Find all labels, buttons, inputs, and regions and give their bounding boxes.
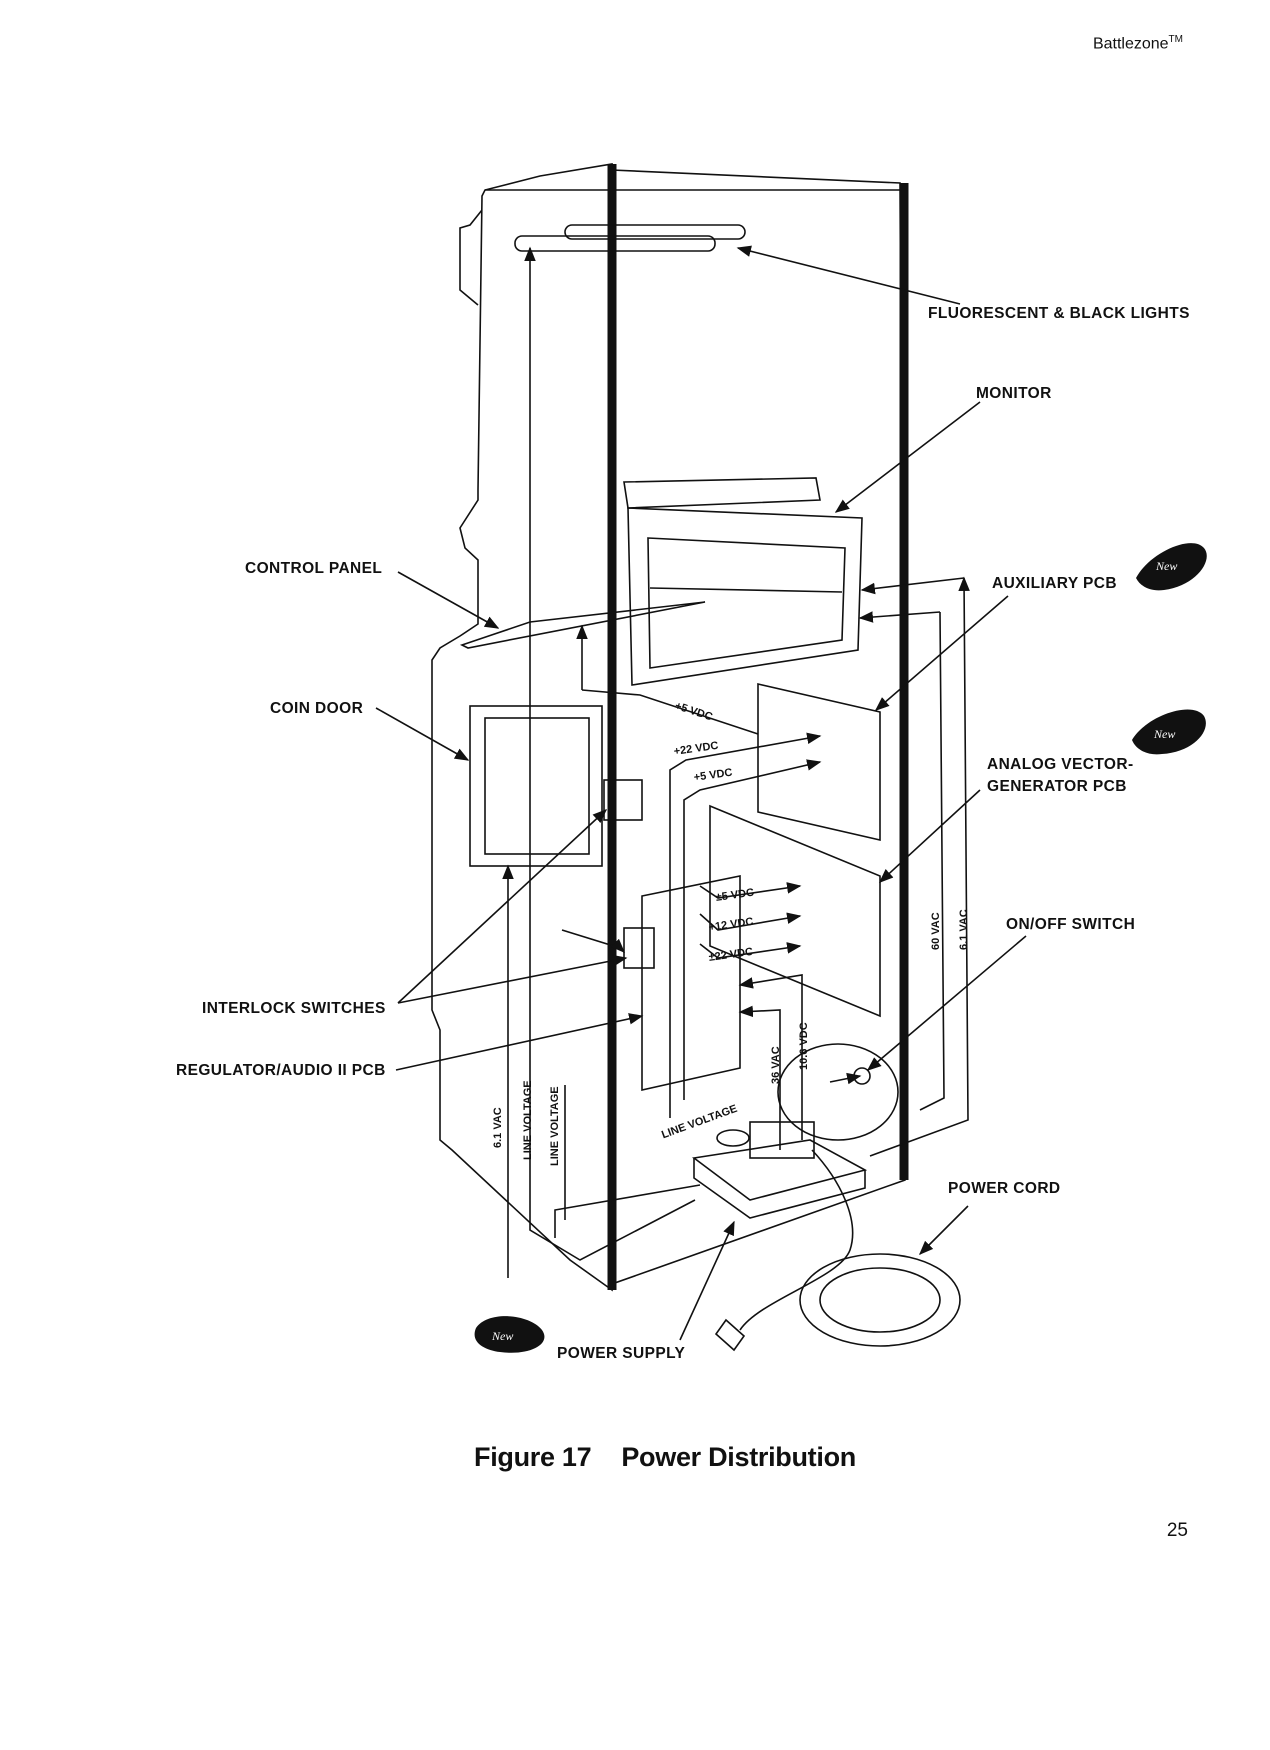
power-cord [739, 1149, 854, 1331]
leader-interlock-1 [397, 809, 608, 1004]
wire-plus12vdc [699, 912, 802, 931]
leader-interlock-2 [397, 954, 628, 1004]
power-cord-coil-inner [819, 1267, 941, 1333]
coin-door-inner [484, 717, 590, 855]
header-title: Battlezone [1092, 35, 1169, 53]
label-fluorescent-black-lights: FLUORESCENT & BLACK LIGHTS [928, 305, 1190, 322]
new-badge-analog: New [1132, 709, 1206, 755]
label-auxiliary-pcb: AUXILIARY PCB [992, 575, 1117, 592]
coin-door [469, 705, 603, 867]
voltage-36vac: 36 VAC [770, 1046, 782, 1084]
wire-pm22vdc [699, 942, 802, 959]
wire-5vdc [683, 759, 822, 1100]
analog-vector-generator-pcb [709, 804, 881, 1018]
running-header: BattlezoneTM [1093, 34, 1183, 53]
leader-power-supply [679, 1220, 735, 1341]
wire-monitor-a-arrow [860, 577, 965, 595]
new-badge-power-supply: New [474, 1316, 545, 1353]
power-supply-transformer [749, 1121, 815, 1159]
monitor-bezel [623, 477, 821, 509]
wire-106vdc [738, 974, 803, 1140]
monitor-shelf [649, 587, 843, 593]
wire-monitor-b [919, 611, 945, 1111]
new-badge-power-supply-text: New [491, 1329, 513, 1343]
voltage-61vac-left: 6.1 VAC [492, 1107, 504, 1148]
label-power-supply: POWER SUPPLY [557, 1345, 686, 1362]
power-cord-coil-outer [799, 1253, 961, 1347]
wire-monitor-b-arrow [858, 611, 941, 623]
label-analog-vector-line2: GENERATOR PCB [987, 778, 1127, 795]
leader-onoff [866, 935, 1027, 1071]
power-plug [714, 1318, 746, 1352]
leader-auxiliary [874, 595, 1009, 711]
wire-interlock [561, 929, 626, 954]
leader-analog [878, 789, 981, 883]
auxiliary-pcb [757, 682, 881, 842]
power-supply-capacitor [716, 1129, 750, 1147]
interlock-switch-bottom [623, 927, 655, 969]
voltage-line-voltage-1: LINE VOLTAGE [522, 1080, 534, 1160]
power-supply-base [693, 1158, 866, 1219]
label-analog-vector-line1: ANALOG VECTOR- [987, 756, 1134, 773]
fluorescent-tube [514, 235, 716, 252]
wire-onoff [829, 1072, 862, 1085]
control-panel [459, 601, 706, 649]
leader-fluorescent [736, 245, 961, 305]
page-number: 25 [1166, 1520, 1188, 1541]
voltage-106vdc: 10.6 VDC [798, 1022, 810, 1070]
label-coin-door: COIN DOOR [270, 700, 364, 717]
new-badge-auxiliary: New [1136, 543, 1207, 591]
voltage-60vac: 60 VAC [930, 912, 942, 950]
voltage-61vac-right: 6.1 VAC [958, 909, 970, 950]
new-badge-auxiliary-text: New [1155, 559, 1177, 573]
label-regulator-audio-pcb: REGULATOR/AUDIO II PCB [176, 1062, 386, 1079]
new-badge-analog-text: New [1153, 727, 1175, 741]
monitor-screen [647, 537, 846, 669]
leader-power-cord [918, 1205, 969, 1256]
label-control-panel: CONTROL PANEL [245, 560, 383, 577]
regulator-audio-pcb [641, 875, 741, 1091]
label-power-cord: POWER CORD [948, 1180, 1061, 1197]
label-monitor: MONITOR [976, 385, 1052, 402]
figure-caption: Figure 17 Power Distribution [474, 1442, 856, 1473]
wire-22vdc [669, 732, 822, 1118]
leader-coin-door [375, 707, 470, 761]
trademark-mark: TM [1168, 34, 1183, 45]
wire-36vac [738, 1005, 781, 1150]
black-light-tube [564, 224, 746, 240]
interlock-switch-top [603, 779, 643, 821]
monitor-frame [627, 507, 863, 686]
figure-number: Figure 17 [474, 1442, 592, 1472]
voltage-line-voltage-2: LINE VOLTAGE [549, 1086, 561, 1166]
label-interlock-switches: INTERLOCK SWITCHES [202, 1000, 386, 1017]
wire-monitor-a [869, 576, 970, 1157]
onoff-switch-housing [777, 1043, 899, 1141]
wire-line-voltage-1 [554, 1184, 701, 1238]
leader-control-panel [397, 571, 500, 629]
wire-pm5vdc [699, 882, 802, 899]
wire-5vdc-top [581, 689, 759, 735]
cabinet-side-edge [459, 209, 483, 306]
wire-fluorescent [524, 246, 696, 1261]
leader-monitor [834, 401, 981, 513]
leader-regulator [395, 1013, 644, 1071]
figure-title: Power Distribution [621, 1442, 856, 1472]
label-onoff-switch: ON/OFF SWITCH [1006, 916, 1136, 933]
